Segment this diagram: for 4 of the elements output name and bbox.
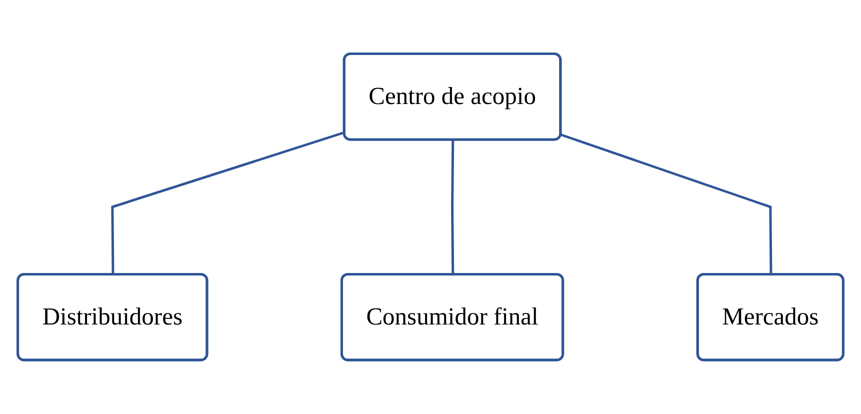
rounded-box: Mercados: [696, 273, 844, 362]
rounded-box: Consumidor final: [340, 273, 564, 362]
rounded-box: Centro de acopio: [342, 52, 562, 141]
rounded-box: Distribuidores: [16, 273, 208, 362]
